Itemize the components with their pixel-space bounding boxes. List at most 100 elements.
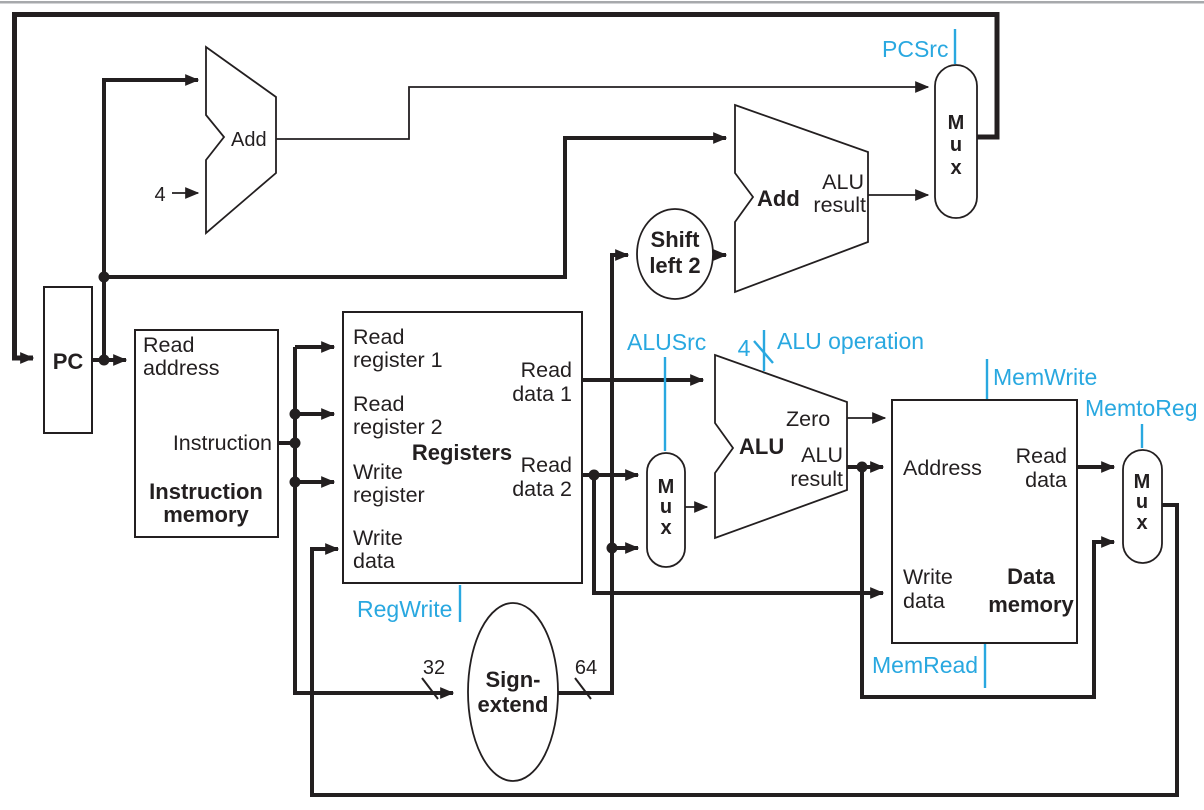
read-data-line1: Read xyxy=(1016,444,1067,468)
shift-left-2: Shift left 2 xyxy=(636,208,714,300)
pc-adder-increment-label: 4 xyxy=(154,184,165,206)
alu-zero-label: Zero xyxy=(786,407,830,431)
alu: ALU Zero ALU result xyxy=(714,353,848,540)
registers: Read register 1 Read register 2 Write re… xyxy=(342,311,583,584)
read-register-2-line2: register 2 xyxy=(353,415,443,439)
sign-extend-shape xyxy=(467,602,559,782)
alusrc-label: ALUSrc xyxy=(627,329,706,355)
read-register-1-line1: Read xyxy=(353,325,404,349)
wire-instruction-to-sign-extend xyxy=(293,347,455,699)
alu-shape xyxy=(714,353,848,540)
wires xyxy=(12,12,1179,797)
memtoreg-mux: M u x xyxy=(1122,449,1163,564)
read-address-line1: Read xyxy=(143,333,194,357)
junction-instr-out xyxy=(289,437,301,449)
instruction-memory-name-line1: Instruction xyxy=(149,479,263,504)
wire-read-data-2-to-write-data xyxy=(592,475,885,599)
wire-pcsrc-mux-to-pc xyxy=(12,12,1000,364)
bus-width-tick-32 xyxy=(421,677,439,700)
alusrc-mux: M u x xyxy=(646,452,686,568)
pc-register: PC xyxy=(43,286,93,434)
read-data-2-line1: Read xyxy=(521,453,572,477)
wire-alu-result-to-memtoreg-mux xyxy=(860,467,1116,699)
pc-label: PC xyxy=(53,349,84,374)
alusrc-mux-u: u xyxy=(660,496,672,518)
branch-adder-result-line2: result xyxy=(813,193,866,217)
memtoreg-mux-shape xyxy=(1122,449,1163,564)
write-register-line1: Write xyxy=(353,460,403,484)
control-lines xyxy=(458,29,1144,688)
junction-read-data-2 xyxy=(588,469,600,481)
wire-pc-to-branch-adder xyxy=(104,132,728,279)
wire-sign-extend-to-shift-left-2 xyxy=(558,249,630,695)
junction-sign-extend xyxy=(606,542,618,554)
write-data-line1: Write xyxy=(353,526,403,550)
data-memory-name-line1: Data xyxy=(1007,564,1055,589)
alusrc-mux-m: M xyxy=(658,476,675,498)
alusrc-mux-shape xyxy=(646,452,686,568)
alu-name: ALU xyxy=(739,434,784,459)
pc-adder-label: Add xyxy=(231,129,267,151)
sign-extend-input-width: 32 xyxy=(423,657,445,679)
pc-adder: Add 4 xyxy=(154,45,277,235)
data-memory-name-line2: memory xyxy=(988,592,1074,617)
sign-extend: Sign- extend 32 64 xyxy=(423,602,597,782)
pcsrc-mux-x: x xyxy=(950,157,961,179)
write-data-line2: data xyxy=(353,549,395,573)
dm-write-data-line1: Write xyxy=(903,565,953,589)
instruction-memory-name-line2: memory xyxy=(163,502,249,527)
junction-dots xyxy=(98,271,868,554)
wire-pc-to-pc-adder xyxy=(102,74,200,360)
instruction-out-label: Instruction xyxy=(173,431,272,455)
read-data-1-line2: data 1 xyxy=(512,382,572,406)
read-register-2-line1: Read xyxy=(353,392,404,416)
registers-box xyxy=(342,311,583,584)
address-label: Address xyxy=(903,456,982,480)
pc-box xyxy=(43,286,93,434)
alusrc-mux-x: x xyxy=(660,517,671,539)
ctrl-tick-alu-operation xyxy=(753,340,774,364)
memtoreg-label: MemtoReg xyxy=(1085,395,1197,421)
read-data-line2: data xyxy=(1025,468,1067,492)
registers-name: Registers xyxy=(412,440,512,465)
memread-label: MemRead xyxy=(872,652,978,678)
junction-instr-rr2 xyxy=(289,408,301,420)
read-data-1-line1: Read xyxy=(521,358,572,382)
read-address-line2: address xyxy=(143,356,220,380)
alu-result-line1: ALU xyxy=(801,443,843,467)
branch-adder: Add ALU result xyxy=(734,103,869,294)
shift-left-2-line1: Shift xyxy=(651,227,701,252)
pcsrc-mux: M u x xyxy=(934,64,978,219)
instruction-memory: Read address Instruction Instruction mem… xyxy=(134,329,279,538)
memtoreg-mux-u: u xyxy=(1136,491,1148,513)
pcsrc-label: PCSrc xyxy=(882,36,948,62)
wire-pc-adder-to-pcsrc-mux xyxy=(276,81,930,140)
wire-memtoreg-mux-to-write-data xyxy=(310,503,1179,797)
regwrite-label: RegWrite xyxy=(357,596,452,622)
sign-extend-line1: Sign- xyxy=(486,667,541,692)
pc-adder-shape xyxy=(205,45,277,235)
pcsrc-mux-shape xyxy=(934,64,978,219)
shift-left-2-line2: left 2 xyxy=(649,253,700,278)
data-memory-box xyxy=(891,399,1078,644)
branch-adder-result-line1: ALU xyxy=(822,170,864,194)
control-labels: PCSrc ALUSrc 4 ALU operation RegWrite Me… xyxy=(357,36,1197,678)
bus-width-tick-64 xyxy=(574,677,592,700)
alu-operation-width-label: 4 xyxy=(738,335,751,361)
memwrite-label: MemWrite xyxy=(993,364,1097,390)
branch-adder-shape xyxy=(734,103,869,294)
memtoreg-mux-x: x xyxy=(1136,512,1147,534)
pcsrc-mux-u: u xyxy=(950,134,962,156)
read-register-1-line2: register 1 xyxy=(353,348,443,372)
shift-left-2-shape xyxy=(636,208,714,300)
read-data-2-line2: data 2 xyxy=(512,477,572,501)
alu-operation-label: ALU operation xyxy=(777,328,924,354)
junction-pc-out xyxy=(98,354,110,366)
memtoreg-mux-m: M xyxy=(1134,471,1151,493)
data-memory: Address Read data Write data Data memory xyxy=(891,399,1078,644)
sign-extend-line2: extend xyxy=(478,692,549,717)
slide-top-rule xyxy=(0,1,1204,4)
junction-pc-branch xyxy=(98,271,110,283)
